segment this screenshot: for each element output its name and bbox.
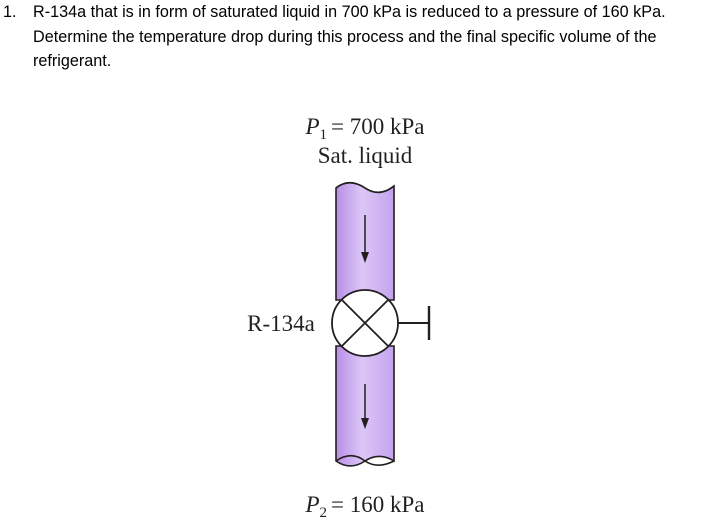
- outlet-pressure-label: P2= 160 kPa: [304, 492, 424, 521]
- throttling-valve-icon: [331, 289, 431, 357]
- flow-arrow-lower: [361, 384, 369, 429]
- question-number: 1.: [3, 3, 17, 21]
- pipe-bottom-opening: [335, 454, 395, 466]
- fluid-label: R-134a: [247, 311, 315, 336]
- question-text: R-134a that is in form of saturated liqu…: [33, 3, 666, 70]
- flow-arrow-upper: [361, 215, 369, 263]
- inlet-state-label: Sat. liquid: [318, 143, 413, 168]
- inlet-pressure-label: P1= 700 kPa: [304, 114, 424, 143]
- pipe-top-opening: [335, 181, 395, 194]
